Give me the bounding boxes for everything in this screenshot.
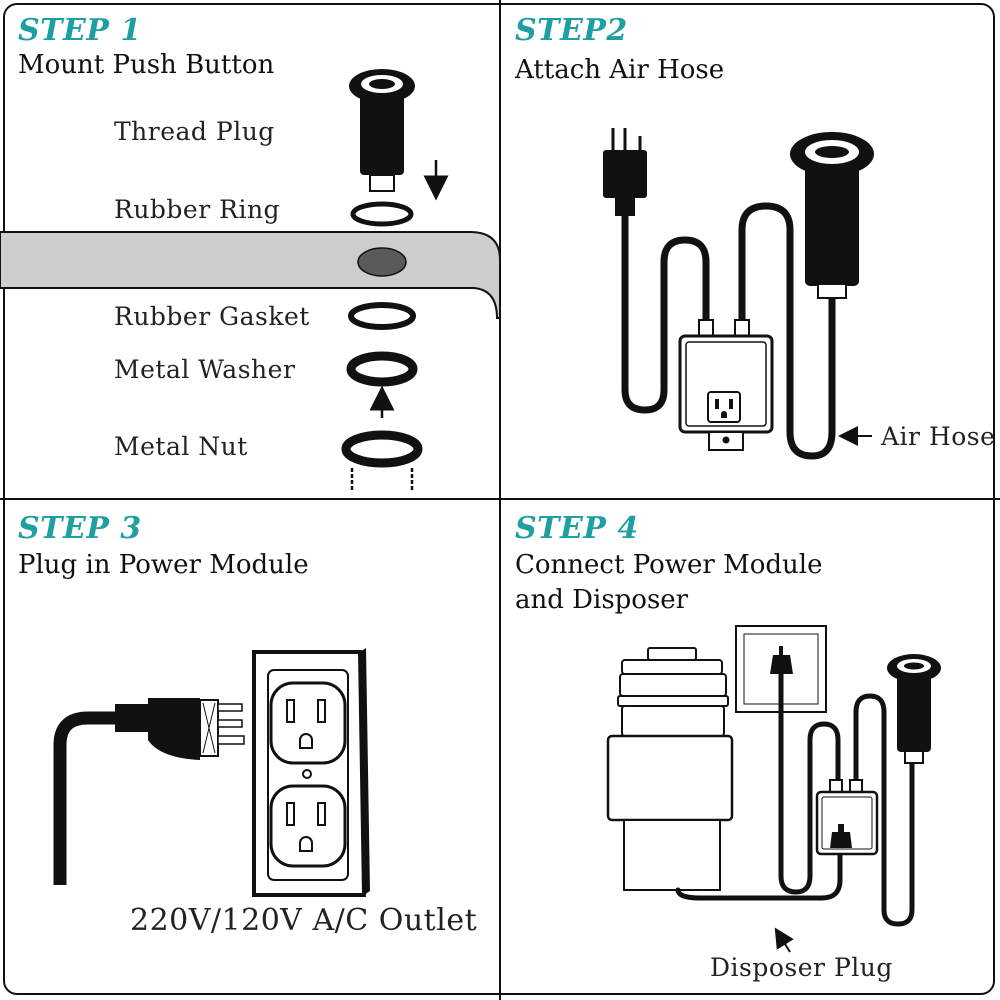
step4-cords <box>675 671 915 927</box>
label-metal-washer: Metal Washer <box>114 355 296 384</box>
label-metal-nut: Metal Nut <box>114 432 248 461</box>
vertical-divider <box>499 0 501 1000</box>
step3-plug-icon <box>53 698 245 885</box>
power-plug-icon <box>603 128 647 216</box>
step2-heading: STEP2 <box>515 13 628 48</box>
wall-outlet-icon <box>252 648 370 897</box>
push-button-icon <box>349 69 415 192</box>
air-button-icon <box>790 132 874 299</box>
step4-air-button-icon <box>887 654 941 764</box>
step4-title-line1: Connect Power Module <box>515 550 823 580</box>
rubber-ring-icon <box>350 201 414 227</box>
label-outlet: 220V/120V A/C Outlet <box>130 903 478 938</box>
disposer-plug-arrow-icon <box>774 927 794 953</box>
disposer-icon <box>606 647 734 891</box>
label-rubber-gasket: Rubber Gasket <box>114 302 310 331</box>
metal-nut-icon <box>341 430 423 492</box>
step2-cords <box>621 202 836 460</box>
sink-counter <box>0 231 501 319</box>
label-rubber-ring: Rubber Ring <box>114 195 281 224</box>
rubber-gasket-icon <box>348 302 416 330</box>
label-air-hose: Air Hose <box>881 422 996 451</box>
metal-washer-icon <box>346 351 418 387</box>
step2-title: Attach Air Hose <box>515 55 725 85</box>
power-module-icon <box>678 319 774 451</box>
step4-heading: STEP 4 <box>515 511 639 546</box>
label-thread-plug: Thread Plug <box>114 117 275 146</box>
step4-power-module-icon <box>815 779 879 856</box>
step4-title-line2: and Disposer <box>515 585 689 615</box>
horizontal-divider <box>0 498 1000 500</box>
step3-title: Plug in Power Module <box>18 550 309 580</box>
step1-heading: STEP 1 <box>18 13 142 48</box>
step3-heading: STEP 3 <box>18 511 142 546</box>
label-disposer-plug: Disposer Plug <box>710 953 893 982</box>
step1-title: Mount Push Button <box>18 50 275 80</box>
